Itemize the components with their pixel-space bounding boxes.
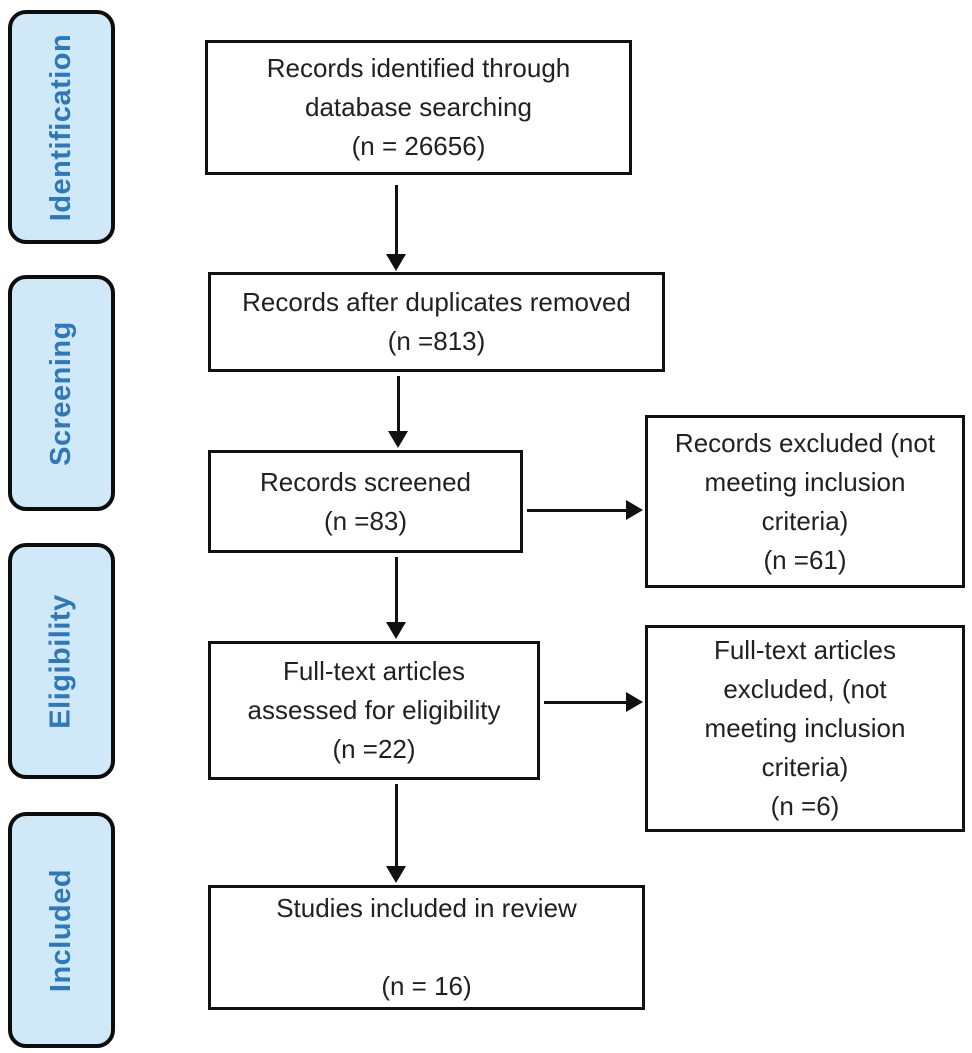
box-text-line: assessed for eligibility <box>247 695 501 725</box>
box-text-line: Full-text articles <box>282 656 466 686</box>
box-duplicates-removed: Records after duplicates removed (n =813… <box>208 272 665 372</box>
stage-screening: Screening <box>8 275 115 511</box>
box-text-line: Records excluded (not <box>674 427 936 458</box>
stage-included: Included <box>8 812 115 1048</box>
box-text-line: Records after duplicates removed <box>242 287 631 317</box>
arrow-down-icon <box>386 784 406 883</box>
stage-eligibility: Eligibility <box>8 543 115 779</box>
arrow-down-icon <box>386 185 406 271</box>
stage-identification-label: Identification <box>45 33 78 221</box>
box-count: (n = 16) <box>381 971 472 1001</box>
box-count: (n =83) <box>323 505 408 536</box>
stage-screening-label: Screening <box>45 320 77 466</box>
box-text-line: database searching <box>305 92 532 122</box>
box-text-line: meeting inclusion <box>704 713 906 743</box>
box-text-line: criteria) <box>761 505 849 536</box>
box-records-excluded: Records excluded (not meeting inclusion … <box>645 415 965 588</box>
box-text-line: Studies included in review <box>276 893 577 923</box>
box-count: (n =6) <box>770 791 840 821</box>
box-text-line: Records identified through <box>266 53 571 83</box>
box-text-line: meeting inclusion <box>704 466 906 497</box>
box-count: (n = 26656) <box>351 131 486 161</box>
box-count: (n =22) <box>332 734 416 764</box>
stage-included-label: Included <box>45 868 78 992</box>
box-text-line: criteria) <box>761 752 849 782</box>
box-fulltext-excluded: Full-text articles excluded, (not meetin… <box>645 625 965 832</box>
arrow-right-icon <box>544 692 643 712</box>
stage-identification: Identification <box>8 10 115 244</box>
box-text-line: excluded, (not <box>723 674 887 704</box>
box-text-line: Full-text articles <box>713 635 897 665</box>
box-fulltext-assessed: Full-text articles assessed for eligibil… <box>208 641 540 780</box>
stage-eligibility-label: Eligibility <box>45 593 77 729</box>
box-count: (n =813) <box>387 326 486 356</box>
arrow-right-icon <box>527 500 643 520</box>
box-text-line: Records screened <box>260 466 471 497</box>
arrow-down-icon <box>388 376 408 448</box>
box-count: (n =61) <box>763 544 847 575</box>
box-records-screened: Records screened (n =83) <box>208 450 523 553</box>
box-records-identified: Records identified through database sear… <box>205 40 632 175</box>
arrow-down-icon <box>386 557 406 639</box>
box-studies-included: Studies included in review (n = 16) <box>208 885 645 1010</box>
